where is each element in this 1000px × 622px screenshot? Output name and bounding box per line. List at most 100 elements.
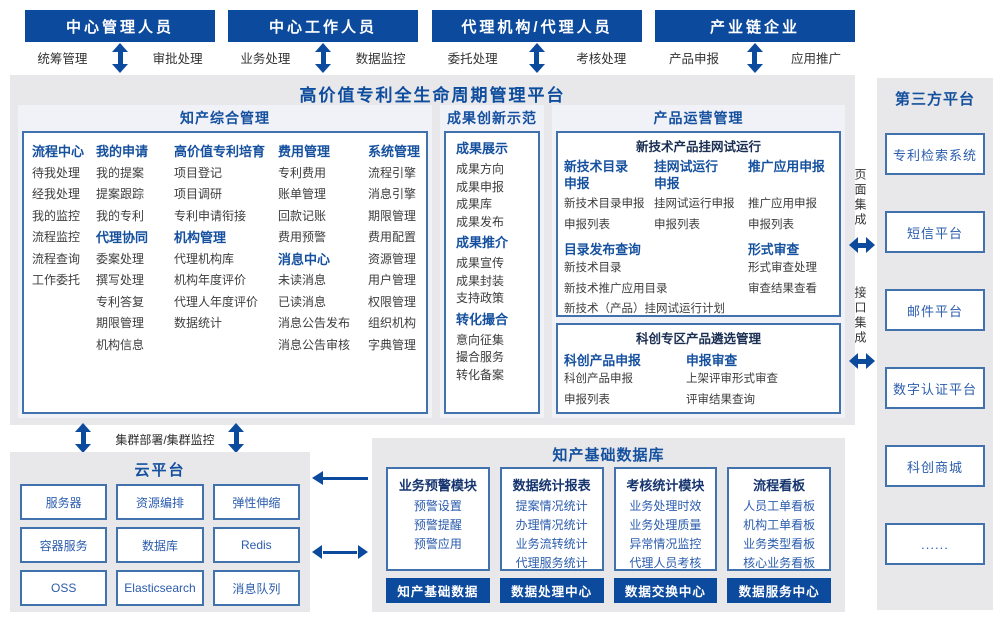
group-header: 申报审查: [686, 353, 738, 368]
menu-item: 回款记账: [278, 208, 327, 223]
db-column-statistics-report: 数据统计报表 提案情况统计办理情况统计业务流转统计代理服务统计 数据处理中心: [499, 467, 604, 603]
db-column-header: 业务预警模块: [398, 478, 477, 493]
role-block-industry-chain: 产业链企业 产品申报 应用推广: [655, 10, 855, 78]
third-party-system-box: 邮件平台: [885, 289, 985, 331]
menu-item: 科创产品申报: [564, 373, 633, 385]
menu-item: 专利费用: [278, 165, 327, 180]
group-header: 转化撮合: [456, 311, 509, 327]
menu-item: 未读消息: [278, 273, 327, 287]
menu-item: 新技术目录: [564, 262, 622, 274]
menu-item: 机构信息: [96, 337, 145, 352]
cloud-service-box: 弹性伸缩: [212, 484, 300, 520]
menu-item: 意向征集: [456, 332, 505, 347]
menu-item: 业务处理质量: [629, 518, 702, 532]
cluster-deploy-monitor-label: 集群部署/集群监控: [115, 433, 215, 447]
menu-item: 机构工单看板: [743, 518, 816, 532]
menu-item: 待我处理: [32, 165, 81, 180]
menu-item: 权限管理: [368, 294, 417, 309]
subbox-title: 新技术产品挂网试运行: [635, 140, 761, 154]
menu-item: 代理机构库: [174, 251, 235, 266]
group-header: 机构管理: [174, 230, 227, 245]
menu-item: 预警应用: [413, 537, 462, 551]
horizontal-bidirectional-arrow-icon: [849, 353, 875, 369]
role-function-label: 统筹管理: [37, 52, 88, 66]
column-declare-review: 申报审查 上架评审形式审查评审结果查询: [686, 352, 778, 410]
menu-item: 字典管理: [368, 337, 417, 352]
db-column-header: 数据统计报表: [512, 478, 591, 493]
group-header: 成果展示: [456, 141, 509, 156]
group-header: 科创产品申报: [564, 353, 641, 368]
section-achievement-demo: 成果创新示范 成果展示 成果方向成果申报成果库成果发布 成果推介 成果宣传成果封…: [440, 105, 544, 418]
role-function-label: 产品申报: [668, 52, 719, 66]
menu-item: 项目调研: [174, 187, 223, 201]
group-header: 系统管理: [368, 144, 421, 159]
platform-panel: 高价值专利全生命周期管理平台 知产综合管理 流程中心 待我处理经我处理我的监控流…: [10, 75, 855, 425]
db-bottom-bar: 数据服务中心: [727, 578, 831, 603]
column-process-center: 流程中心 待我处理经我处理我的监控流程监控流程查询工作委托: [32, 141, 96, 356]
menu-item: 形式审查处理: [748, 262, 817, 274]
db-column-header: 流程看板: [753, 478, 806, 493]
db-column-header: 考核统计模块: [626, 478, 705, 493]
menu-item: 挂网试运行申报: [654, 198, 735, 210]
menu-item: 流程引擎: [368, 165, 417, 180]
third-party-system-box: 科创商城: [885, 445, 985, 487]
menu-item: 撰写处理: [96, 273, 145, 287]
horizontal-bidirectional-arrow-icon: [312, 545, 368, 559]
role-title: 代理机构/代理人员: [432, 10, 642, 42]
menu-item: 成果申报: [456, 179, 505, 194]
section-product-operation: 产品运营管理 新技术产品挂网试运行 新技术目录申报 新技术目录申报申报列表 挂网…: [552, 105, 845, 418]
db-bottom-bar: 知产基础数据: [386, 578, 490, 603]
third-party-panel: 第三方平台 专利检索系统短信平台邮件平台数字认证平台科创商城......: [877, 78, 993, 610]
column-formal-review: 形式审查 形式审查处理审查结果查看: [748, 241, 833, 320]
menu-item: 支持政策: [456, 291, 505, 305]
third-party-system-box: 专利检索系统: [885, 133, 985, 175]
db-column-warning: 业务预警模块 预警设置预警提醒预警应用 知产基础数据: [386, 467, 490, 603]
menu-item: 成果发布: [456, 214, 505, 229]
horizontal-bidirectional-arrow-icon: [849, 237, 875, 253]
role-block-center-managers: 中心管理人员 统筹管理 审批处理: [25, 10, 215, 78]
column-new-tech-catalog-declare: 新技术目录申报 新技术目录申报申报列表: [564, 158, 654, 235]
menu-item: 我的监控: [32, 208, 81, 223]
role-function-label: 委托处理: [447, 52, 498, 66]
menu-item: 专利申请衔接: [174, 208, 247, 223]
group-header: 成果推介: [456, 235, 509, 250]
db-column-assessment: 考核统计模块 业务处理时效业务处理质量异常情况监控代理人员考核 数据交换中心: [613, 467, 718, 603]
db-bottom-bar: 数据处理中心: [499, 578, 604, 603]
column-patent-cultivation: 高价值专利培育 项目登记项目调研专利申请衔接 机构管理 代理机构库机构年度评价代…: [174, 141, 278, 356]
menu-item: 代理人年度评价: [174, 294, 259, 309]
menu-item: 期限管理: [368, 208, 417, 223]
selection-box: 科创专区产品遴选管理 科创产品申报 科创产品申报申报列表 申报审查 上架评审形式…: [556, 323, 841, 414]
menu-item: 撮合服务: [456, 350, 505, 364]
menu-item: 异常情况监控: [629, 537, 702, 551]
menu-item: 工作委托: [32, 273, 81, 287]
menu-item: 用户管理: [368, 273, 417, 287]
vertical-bidirectional-arrow-icon: [75, 423, 91, 453]
menu-item: 代理人员考核: [629, 556, 702, 570]
group-header: 高价值专利培育: [174, 144, 266, 159]
group-header: 挂网试运行申报: [654, 159, 718, 191]
menu-item: 组织机构: [368, 316, 417, 330]
menu-item: 转化备案: [456, 367, 505, 382]
menu-item: 我的提案: [96, 165, 145, 180]
vertical-bidirectional-arrow-icon: [315, 43, 331, 73]
role-function-label: 业务处理: [240, 52, 291, 66]
column-fee-management: 费用管理 专利费用账单管理回款记账费用预警 消息中心 未读消息已读消息消息公告发…: [278, 141, 368, 356]
role-function-label: 审批处理: [152, 52, 203, 66]
menu-item: 新技术（产品）挂网试运行计划: [564, 303, 725, 315]
menu-item: 费用预警: [278, 230, 327, 244]
role-title: 中心工作人员: [228, 10, 418, 42]
section-box: 流程中心 待我处理经我处理我的监控流程监控流程查询工作委托 我的申请 我的提案提…: [22, 131, 428, 414]
platform-title: 高价值专利全生命周期管理平台: [299, 86, 566, 105]
menu-item: 评审结果查询: [686, 393, 755, 406]
third-party-title: 第三方平台: [894, 91, 975, 108]
column-catalog-publish-query: 目录发布查询 新技术目录新技术推广应用目录新技术（产品）挂网试运行计划: [564, 241, 748, 320]
menu-item: 资源管理: [368, 251, 417, 266]
role-function-label: 考核处理: [576, 52, 627, 66]
db-bottom-bar: 数据交换中心: [613, 578, 718, 603]
group-header: 流程中心: [32, 144, 85, 159]
group-header: 新技术目录申报: [564, 159, 628, 191]
menu-item: 成果封装: [456, 273, 505, 288]
menu-item: 消息引擎: [368, 187, 417, 201]
menu-item: 数据统计: [174, 316, 223, 330]
